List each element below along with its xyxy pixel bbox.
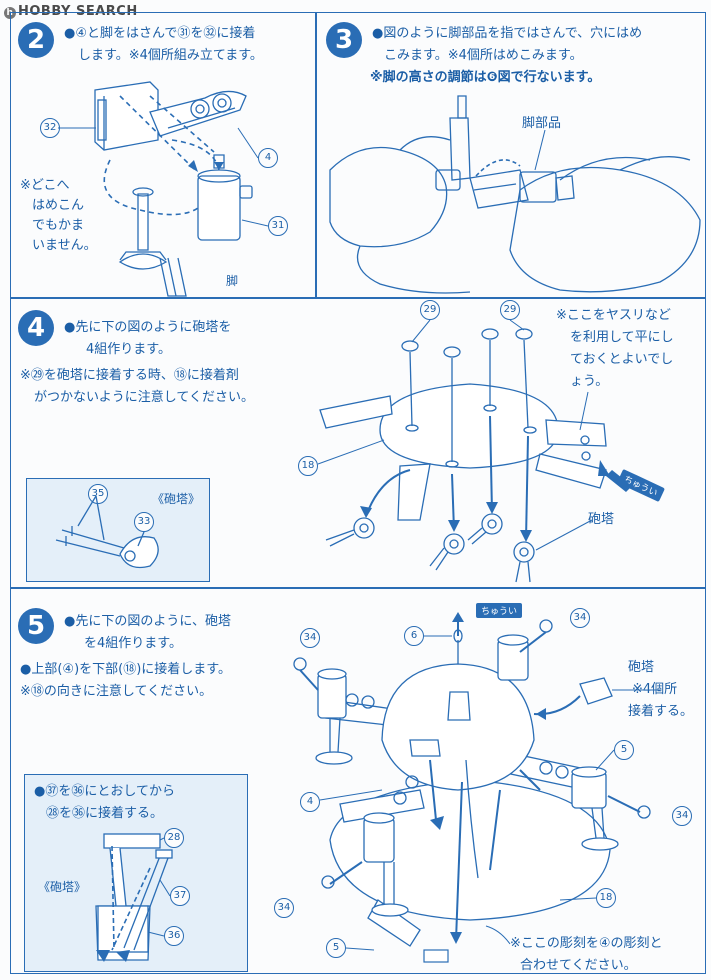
step2-line1: ●④と脚をはさんで㉛を㉜に接着 — [64, 26, 256, 41]
step4-label-29b: 29 — [500, 300, 520, 320]
step4-inset-label-33: 33 — [134, 512, 154, 532]
step2-label-32: 32 — [40, 118, 60, 138]
panel-step5 — [10, 588, 706, 974]
step5-bottom-note1: ※ここの彫刻を④の彫刻と — [510, 936, 663, 951]
step5-line4: ※⑱の向きに注意してください。 — [20, 684, 213, 699]
panel-step4 — [10, 298, 706, 588]
step5-number: 5 — [18, 608, 54, 644]
panel-step3 — [316, 12, 706, 298]
step5-line3: ●上部(④)を下部(⑱)に接着します。 — [20, 662, 231, 677]
step5-label-34b: 34 — [570, 608, 590, 628]
step5-inset-title: 《砲塔》 — [38, 880, 87, 894]
watermark-text: HOBBY SEARCH — [18, 4, 138, 19]
step5-label-4: 4 — [300, 792, 320, 812]
step5-turret-note2: 接着する。 — [628, 704, 694, 719]
step5-inset-label-37: 37 — [170, 886, 190, 906]
step5-turret-note1: ※4個所 — [632, 682, 678, 697]
step3-number: 3 — [326, 22, 362, 58]
step4-inset-title: 《砲塔》 — [152, 492, 201, 506]
step5-caution-tag: ちゅうい — [476, 603, 523, 618]
step5-line1: ●先に下の図のように、砲塔 — [64, 614, 231, 629]
step3-line2: こみます。※4個所はめこみます。 — [384, 48, 583, 63]
step5-line2: を4組作ります。 — [84, 636, 182, 651]
step3-line3: ※脚の高さの調節は❻図で行ないます。 — [370, 70, 601, 85]
step2-note1: ※どこへ — [20, 178, 70, 193]
step5-label-6: 6 — [404, 626, 424, 646]
step2-label-4: 4 — [258, 148, 278, 168]
step4-line4: がつかないように注意してください。 — [34, 390, 254, 405]
step4-number: 4 — [18, 310, 54, 346]
step2-note4: いません。 — [32, 238, 97, 253]
step5-inset-label-28: 28 — [164, 828, 184, 848]
step4-inset-label-35: 35 — [88, 484, 108, 504]
step5-label-34c: 34 — [672, 806, 692, 826]
step5-bottom-note2: 合わせてください。 — [520, 958, 637, 973]
step5-inset-line2: ㉘を㊱に接着する。 — [46, 806, 164, 821]
step3-label-leg-part: 脚部品 — [522, 116, 562, 131]
step5-label-34a: 34 — [300, 628, 320, 648]
step2-note3: でもかま — [32, 218, 85, 233]
step4-label-turret: 砲塔 — [588, 512, 615, 527]
step3-line1: ●図のように脚部品を指ではさんで、穴にはめ — [372, 26, 643, 41]
step4-label-18: 18 — [298, 456, 318, 476]
step5-label-18: 18 — [596, 888, 616, 908]
step2-number: 2 — [18, 22, 54, 58]
step4-note2: を利用して平にし — [570, 330, 674, 345]
step4-note3: ておくとよいでし — [570, 352, 674, 367]
step4-note4: ょう。 — [570, 374, 609, 389]
step5-turret-label: 砲塔 — [628, 660, 655, 675]
panel-step2 — [10, 12, 316, 298]
step5-label-5b: 5 — [326, 938, 346, 958]
step5-inset-line1: ●㊲を㊱にとおしてから — [34, 784, 175, 799]
step5-inset-label-36: 36 — [164, 926, 184, 946]
step2-label-31: 31 — [268, 216, 288, 236]
step4-label-29a: 29 — [420, 300, 440, 320]
step4-note1: ※ここをヤスリなど — [556, 308, 671, 323]
step2-line2: します。※4個所組み立てます。 — [78, 48, 263, 63]
step4-line3: ※㉙を砲塔に接着する時、⑱に接着剤 — [20, 368, 239, 383]
step5-label-34d: 34 — [274, 898, 294, 918]
step5-label-5a: 5 — [614, 740, 634, 760]
step2-label-leg: 脚 — [226, 274, 239, 288]
step4-line1: ●先に下の図のように砲塔を — [64, 320, 232, 335]
step4-line2: 4組作ります。 — [86, 342, 171, 357]
step2-note2: はめこん — [32, 198, 85, 213]
